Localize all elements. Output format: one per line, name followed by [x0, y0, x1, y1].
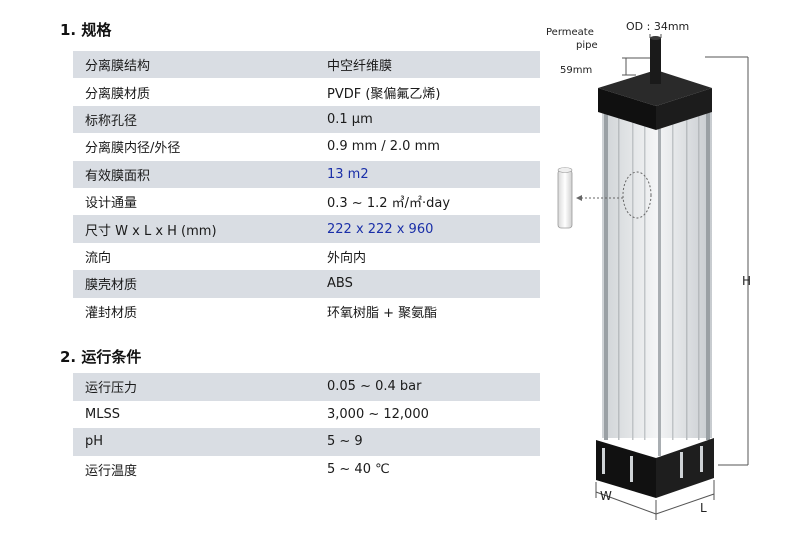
- row-value: 222 x 222 x 960: [327, 221, 434, 237]
- height-label: H: [742, 274, 751, 288]
- row-value: 外向内: [327, 250, 367, 266]
- row-value: 0.05 ~ 0.4 bar: [327, 379, 422, 395]
- length-label: L: [700, 501, 707, 515]
- table-row: 有效膜面积 13 m2: [73, 160, 540, 188]
- row-label: 分离膜结构: [85, 59, 151, 75]
- permeate-label-line2: pipe: [576, 40, 598, 51]
- row-value: 0.9 mm / 2.0 mm: [327, 139, 440, 155]
- row-value: 5 ~ 9: [327, 434, 363, 450]
- spec-section-title: 1. 规格: [60, 21, 112, 39]
- permeate-label-line1: Permeate: [546, 27, 594, 38]
- row-value: 中空纤维膜: [327, 59, 393, 75]
- table-row: 运行温度 5 ~ 40 ℃: [73, 455, 540, 483]
- row-value: 0.1 μm: [327, 111, 373, 127]
- row-label: 标称孔径: [85, 113, 138, 129]
- row-value: 13 m2: [327, 166, 369, 182]
- bottom-cap: [596, 438, 714, 498]
- table-row: 灌封材质 环氧树脂 + 聚氨酯: [73, 297, 540, 325]
- fiber-sample-callout: [557, 167, 652, 229]
- table-row: 分离膜材质 PVDF (聚偏氟乙烯): [73, 78, 540, 106]
- table-row: MLSS 3,000 ~ 12,000: [73, 400, 540, 428]
- fiber-bundle: [602, 108, 712, 456]
- row-label: 分离膜内径/外径: [85, 141, 181, 157]
- pipe-height-label: 59mm: [560, 65, 592, 76]
- row-value: 环氧树脂 + 聚氨酯: [327, 305, 438, 321]
- od-label: OD : 34mm: [626, 20, 689, 33]
- table-row: 流向 外向内: [73, 242, 540, 271]
- table-row: 标称孔径 0.1 μm: [73, 105, 540, 134]
- table-row: 尺寸 W x L x H (mm) 222 x 222 x 960: [73, 215, 540, 243]
- row-value: 5 ~ 40 ℃: [327, 461, 390, 477]
- row-label: 分离膜材质: [85, 86, 151, 102]
- row-label: 灌封材质: [85, 305, 138, 321]
- top-cap: [598, 70, 712, 130]
- width-label: W: [600, 489, 612, 503]
- pipe-labels: OD : 34mm Permeate pipe 59mm: [546, 20, 689, 76]
- row-label: 膜壳材质: [85, 278, 138, 294]
- conditions-section-title: 2. 运行条件: [60, 348, 142, 366]
- table-row: pH 5 ~ 9: [73, 428, 540, 456]
- spec-table: 分离膜结构 中空纤维膜分离膜材质 PVDF (聚偏氟乙烯) 标称孔径 0.1 μm 分离膜…: [73, 51, 540, 325]
- table-row: 设计通量 0.3 ~ 1.2 ㎥/㎡·day: [73, 187, 540, 216]
- table-row: 膜壳材质 ABS: [73, 270, 540, 298]
- table-row: 分离膜结构 中空纤维膜: [73, 51, 540, 79]
- row-label: 流向: [85, 250, 112, 266]
- row-label: 运行压力: [85, 381, 138, 397]
- row-label: pH: [85, 434, 104, 450]
- height-dimension: H: [705, 56, 751, 466]
- membrane-module-diagram: H OD :: [546, 20, 751, 520]
- permeate-pipe: [650, 36, 661, 84]
- table-row: 运行压力 0.05 ~ 0.4 bar: [73, 373, 540, 401]
- row-label: 有效膜面积: [85, 168, 151, 184]
- row-label: MLSS: [85, 406, 120, 422]
- row-value: 3,000 ~ 12,000: [327, 406, 429, 422]
- base-dimensions: W L: [595, 480, 715, 520]
- row-label: 尺寸 W x L x H (mm): [85, 223, 217, 239]
- row-value: PVDF (聚偏氟乙烯): [327, 86, 441, 102]
- row-label: 设计通量: [85, 196, 138, 212]
- row-value: ABS: [327, 276, 353, 292]
- row-value: 0.3 ~ 1.2 ㎥/㎡·day: [327, 196, 451, 212]
- row-label: 运行温度: [85, 463, 138, 479]
- table-row: 分离膜内径/外径 0.9 mm / 2.0 mm: [73, 133, 540, 161]
